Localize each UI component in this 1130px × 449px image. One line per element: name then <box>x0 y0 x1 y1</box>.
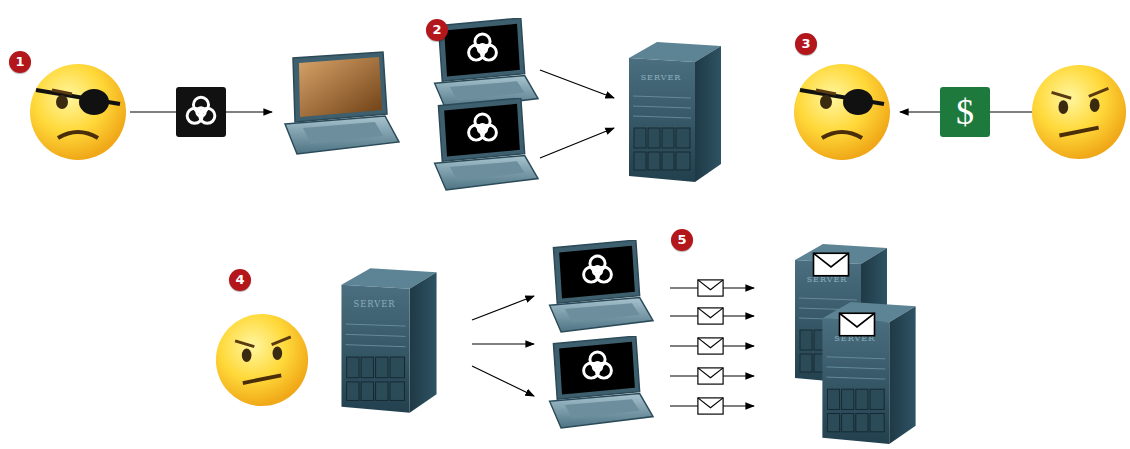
mail-envelope <box>698 398 723 414</box>
callout-number: 2 <box>426 19 448 41</box>
mail-envelope <box>698 338 723 354</box>
svg-text:$: $ <box>956 92 974 132</box>
mail-envelope <box>698 308 723 324</box>
callout-number: 4 <box>229 269 251 291</box>
mail-envelope <box>698 280 723 296</box>
callout-number: 1 <box>9 51 31 73</box>
mail-envelope <box>698 368 723 384</box>
callout-number: 3 <box>795 33 817 55</box>
callout-number: 5 <box>671 229 693 251</box>
